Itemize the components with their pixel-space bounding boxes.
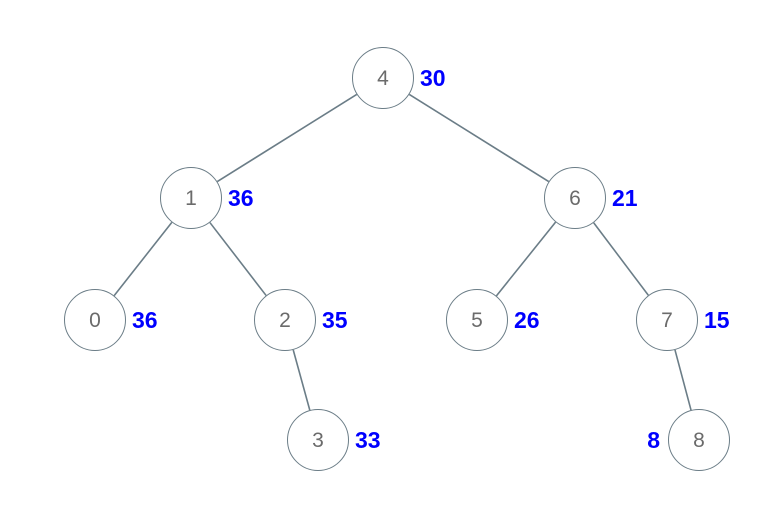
tree-node-1[interactable]: 1 — [160, 167, 222, 229]
tree-node-label-1: 36 — [228, 185, 254, 211]
tree-node-label-3: 33 — [355, 427, 381, 453]
tree-node-label-4: 30 — [420, 65, 446, 91]
tree-node-label-2: 35 — [322, 307, 348, 333]
tree-node-id-3: 3 — [312, 428, 324, 452]
tree-node-label-5: 26 — [514, 307, 540, 333]
tree-node-id-2: 2 — [279, 308, 291, 332]
tree-node-5[interactable]: 5 — [446, 289, 508, 351]
tree-edge-4-1 — [216, 93, 358, 183]
tree-node-id-8: 8 — [693, 428, 705, 452]
tree-edge-6-7 — [593, 222, 649, 296]
tree-edge-6-5 — [495, 221, 557, 297]
tree-node-id-4: 4 — [377, 66, 389, 90]
tree-node-3[interactable]: 3 — [287, 409, 349, 471]
tree-edge-2-3 — [292, 349, 311, 411]
tree-node-8[interactable]: 8 — [668, 409, 730, 471]
tree-edge-1-0 — [113, 221, 173, 297]
tree-edge-7-8 — [674, 349, 692, 411]
tree-node-id-5: 5 — [471, 308, 483, 332]
tree-node-0[interactable]: 0 — [64, 289, 126, 351]
tree-node-label-6: 21 — [612, 185, 638, 211]
tree-node-id-7: 7 — [661, 308, 673, 332]
tree-node-id-0: 0 — [89, 308, 101, 332]
tree-edge-4-6 — [408, 93, 550, 183]
tree-node-4[interactable]: 4 — [352, 47, 414, 109]
tree-node-7[interactable]: 7 — [636, 289, 698, 351]
tree-node-id-1: 1 — [185, 186, 197, 210]
tree-node-2[interactable]: 2 — [254, 289, 316, 351]
tree-node-6[interactable]: 6 — [544, 167, 606, 229]
tree-node-id-6: 6 — [569, 186, 581, 210]
tree-edge-1-2 — [209, 222, 267, 296]
tree-node-label-7: 15 — [704, 307, 730, 333]
tree-node-label-0: 36 — [132, 307, 158, 333]
tree-node-label-8: 8 — [647, 427, 660, 453]
